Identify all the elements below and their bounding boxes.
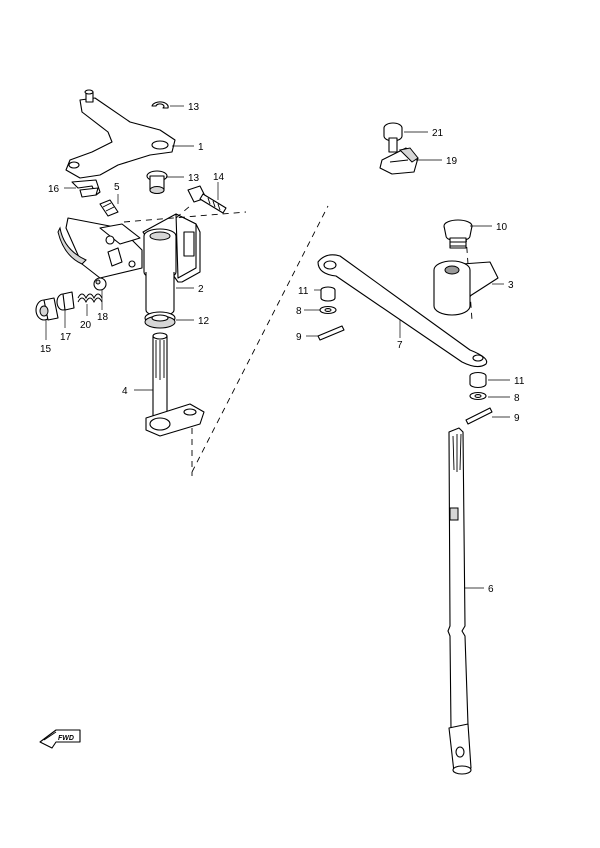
part-11-bushing-left <box>320 286 336 302</box>
fwd-direction-mark: FWD <box>39 729 81 749</box>
callout-14: 14 <box>213 172 225 183</box>
bracket-housing <box>57 217 143 279</box>
callout-18: 18 <box>97 312 109 323</box>
callout-13-upper: 13 <box>188 102 200 113</box>
part-12-washer <box>144 311 176 329</box>
callout-9-right: 9 <box>514 413 520 424</box>
callout-2: 2 <box>198 284 204 295</box>
part-4-shaft <box>145 332 205 437</box>
part-13-bushing <box>146 170 168 195</box>
part-8-washer-left <box>319 305 337 315</box>
part-18-ball <box>93 277 107 291</box>
part-9-pin-left <box>317 325 345 341</box>
callout-11-left: 11 <box>298 286 309 297</box>
callout-10: 10 <box>496 222 508 233</box>
part-1-lever-plate <box>65 89 176 179</box>
callout-11-right: 11 <box>514 376 525 387</box>
part-9-pin-right <box>465 407 493 425</box>
part-21-bolt <box>383 122 403 153</box>
part-15-plug <box>35 297 59 321</box>
callout-3: 3 <box>508 280 514 291</box>
callout-20: 20 <box>80 320 92 331</box>
callout-8-left: 8 <box>296 306 302 317</box>
fwd-label: FWD <box>58 735 74 742</box>
callout-13-lower: 13 <box>188 173 200 184</box>
callout-15: 15 <box>40 344 52 355</box>
callout-6: 6 <box>488 584 494 595</box>
part-16-clip <box>71 179 101 198</box>
callout-19: 19 <box>446 156 458 167</box>
callout-labels: 13 1 13 14 16 5 2 12 15 17 20 18 4 21 19… <box>40 102 525 595</box>
part-2-housing <box>142 213 201 317</box>
part-11-bushing-right <box>469 371 487 389</box>
callout-7: 7 <box>397 340 403 351</box>
part-3-boss <box>433 260 499 316</box>
part-7-link-arm <box>317 254 488 368</box>
part-20-spring <box>77 293 103 304</box>
callout-9-left: 9 <box>296 332 302 343</box>
callout-17: 17 <box>60 332 72 343</box>
part-19-clip <box>379 147 419 175</box>
connector-lines <box>123 205 473 476</box>
part-17-nut <box>56 291 75 311</box>
callout-16: 16 <box>48 184 60 195</box>
callout-12: 12 <box>198 316 210 327</box>
part-13-eclip-upper <box>151 101 169 109</box>
part-10-screw <box>443 219 473 249</box>
part-5-fitting <box>99 199 119 217</box>
callout-21: 21 <box>432 128 444 139</box>
callout-leaders <box>45 105 510 589</box>
part-14-bolt <box>187 185 227 214</box>
callout-8-right: 8 <box>514 393 520 404</box>
callout-5: 5 <box>114 182 120 193</box>
part-8-washer-right <box>469 391 487 401</box>
part-6-shift-rod <box>447 427 472 775</box>
callout-4: 4 <box>122 386 128 397</box>
callout-1: 1 <box>198 142 204 153</box>
